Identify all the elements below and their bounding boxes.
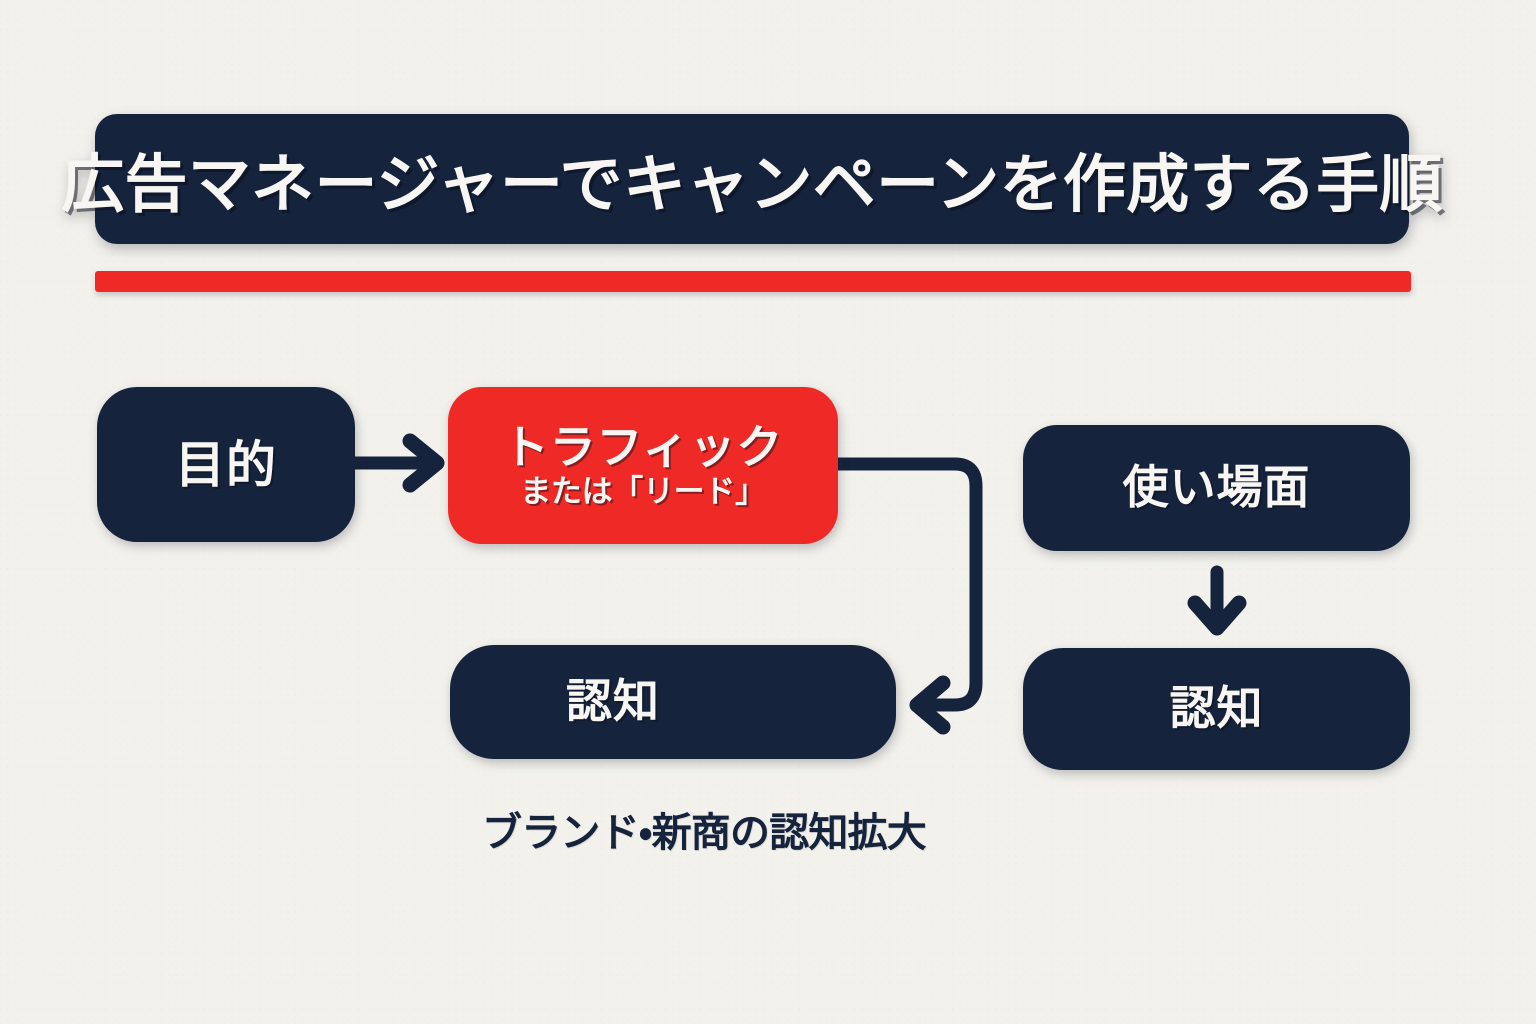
connector-traffic-to-awareness-icon: [831, 457, 983, 735]
flow-node-awareness-left[interactable]: 認知: [450, 645, 896, 759]
title-banner: 広告マネージャーでキャンペーンを作成する手順: [61, 114, 1442, 244]
flow-node-awareness-right-label: 認知: [1169, 682, 1264, 735]
connector-objective-to-traffic-icon: [348, 433, 445, 493]
flow-node-usecase[interactable]: 使い場面: [1023, 425, 1410, 551]
page-title: 広告マネージャーでキャンペーンを作成する手順: [61, 149, 1443, 220]
flow-node-usecase-label: 使い場面: [1122, 461, 1311, 514]
flow-node-traffic-label: トラフィック: [502, 420, 784, 473]
flow-node-awareness-right[interactable]: 認知: [1023, 648, 1410, 770]
flow-node-awareness-left-label: 認知: [566, 675, 660, 728]
accent-rule-divider: [95, 271, 1411, 292]
awareness-caption: ブランド・新商の認知拡大: [482, 811, 927, 855]
flow-node-objective[interactable]: 目的: [97, 387, 355, 542]
flow-node-traffic[interactable]: トラフィック または「リード」: [448, 387, 838, 544]
flow-node-objective-label: 目的: [175, 436, 277, 493]
connector-usecase-to-awareness-icon: [1187, 565, 1247, 636]
flow-node-traffic-sublabel: または「リード」: [520, 473, 766, 509]
